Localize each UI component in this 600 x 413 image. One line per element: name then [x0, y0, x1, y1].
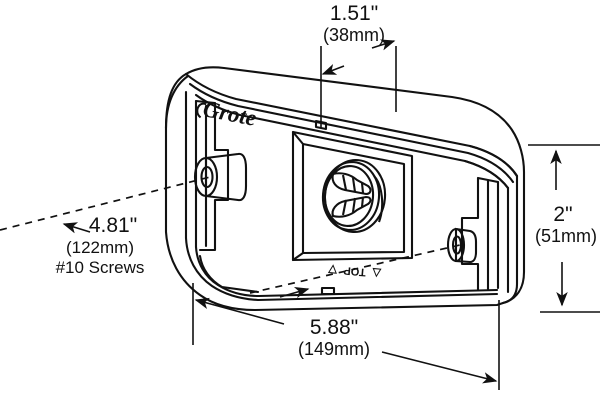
overall-length-inches: 5.88" [310, 316, 358, 339]
housing-outer-silhouette [164, 66, 526, 312]
left-top-corner [164, 74, 190, 130]
screw-spacing-inches: 4.81" [89, 214, 137, 237]
screw-dim-arrow-right [279, 287, 310, 299]
connector-pin-upper-line1 [341, 174, 348, 191]
overall-height-dimension [528, 144, 600, 313]
screw-spacing-mm: (122mm) [66, 238, 134, 257]
recessed-panel-left-wall [291, 130, 305, 262]
top-marking-label: TOP [343, 264, 366, 278]
bottom-front-rail-3 [198, 254, 260, 294]
connector-pin-upper-line3 [360, 182, 365, 194]
connector-rim-2 [321, 160, 381, 232]
top-edge-notch [314, 119, 328, 131]
recessed-center-panel [291, 130, 414, 262]
connector-pin-upper-line2 [351, 177, 357, 193]
bottom-front-rail [184, 236, 499, 302]
connector-pin-lower-line3 [360, 196, 365, 208]
connector-pin-lower [331, 195, 372, 218]
right-mounting-flange [460, 176, 500, 292]
top-orientation-marking: TOP △ ▽ [328, 263, 383, 280]
overall-length-dimension [192, 283, 500, 390]
left-boss-outer-ring [193, 156, 219, 198]
top-face-ridge-inner [188, 82, 515, 184]
top-offset-dimension-mm: (38mm) [323, 25, 385, 45]
right-mounting-boss [446, 227, 478, 264]
screw-centerline-dashed [0, 176, 211, 231]
connector-bore-shadow [373, 175, 384, 223]
connector-pin-upper [331, 172, 372, 196]
connector-pin-lower-line2 [351, 197, 357, 213]
grote-logo-swash [196, 102, 207, 119]
screw-spacing-note: #10 Screws [56, 258, 145, 277]
connector-inner-bore [323, 164, 375, 228]
top-marking-right-triangle: ▽ [328, 263, 339, 276]
overall-length-mm: (149mm) [298, 339, 370, 359]
screw-centerline-dashed-right [249, 244, 461, 294]
top-marking-left-triangle: △ [371, 267, 382, 280]
length-dim-line-right [381, 351, 498, 384]
recessed-center-panel-inner [301, 142, 406, 255]
dim-arrow-right-1 [371, 39, 396, 51]
right-endcap-wall [468, 144, 519, 305]
top-offset-dimension-inches: 1.51" [330, 2, 378, 25]
bottom-edge-notch [320, 286, 336, 296]
right-boss-barrel [454, 227, 478, 264]
right-boss-outer-ring [446, 227, 466, 263]
right-endcap [463, 159, 510, 190]
left-mounting-boss [193, 152, 248, 202]
length-dim-line-left [194, 297, 285, 325]
connector-pin-lower-line1 [341, 199, 348, 216]
overall-height-inches: 2" [553, 203, 572, 226]
top-offset-dimension [320, 39, 397, 128]
screw-spacing-dimension [0, 176, 461, 299]
overall-height-mm: (51mm) [535, 226, 597, 246]
round-connector-socket [321, 158, 387, 234]
left-boss-barrel [204, 152, 248, 202]
screw-dim-arrow-left [62, 222, 91, 234]
left-mounting-flange [194, 99, 230, 252]
right-boss-hole [451, 235, 463, 255]
left-boss-hole [200, 165, 214, 189]
dim-arrow-left-1 [321, 64, 345, 75]
bracket-body [164, 66, 526, 312]
